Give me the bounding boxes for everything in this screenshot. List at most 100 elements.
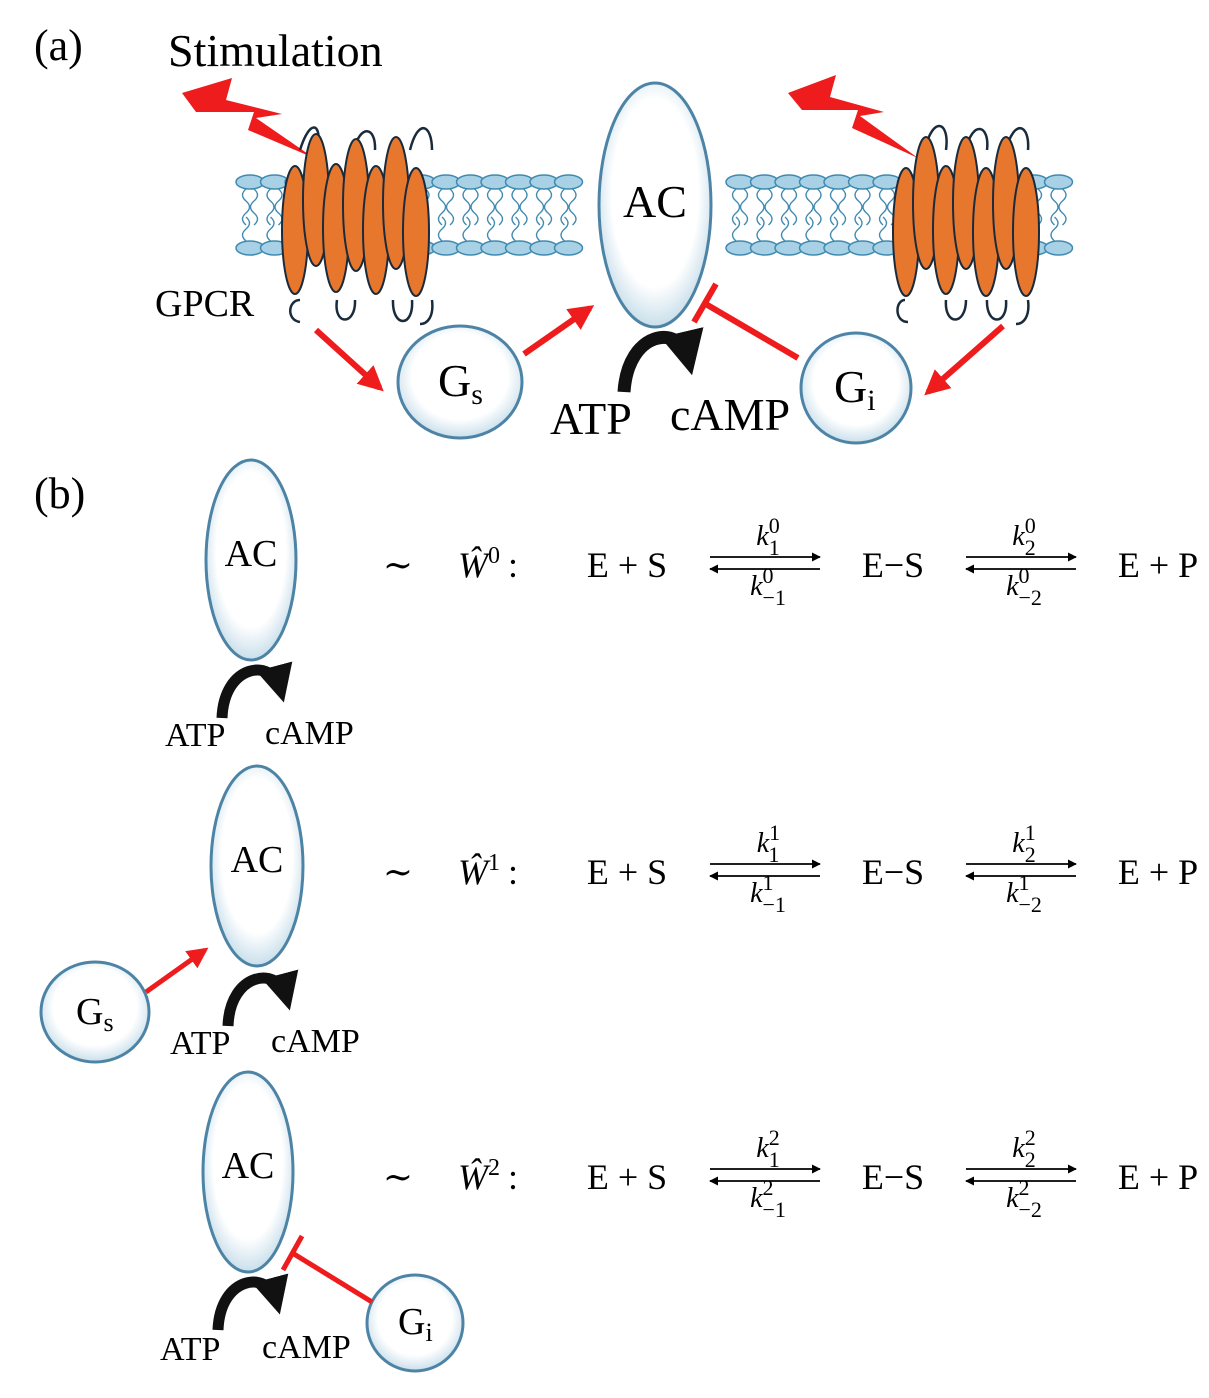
lipid-tail [780, 216, 790, 242]
lipid-tail [560, 188, 569, 226]
camp-label: cAMP [271, 1023, 360, 1060]
gi-label: Gi [398, 1301, 433, 1347]
lipid-tail [437, 188, 447, 226]
gs-protein [39, 960, 151, 1064]
lipid-tail [266, 216, 275, 242]
enzyme-substrate-complex: E−S [862, 1157, 924, 1197]
atp-label: ATP [550, 393, 632, 444]
camp-label: cAMP [262, 1329, 351, 1366]
panel-b: (b) AC ATP cAMP AC ATP cAMP Gs AC ATP cA… [34, 458, 1198, 1373]
ac-enzyme [209, 764, 305, 968]
lipid-tail [813, 188, 822, 226]
lipid-tail [241, 188, 251, 226]
gs-protein [396, 324, 524, 440]
lipid-tail [854, 216, 863, 242]
gi-label: Gi [834, 361, 876, 417]
lipid-tail [780, 188, 790, 226]
inhibition-t-bar-icon [280, 1234, 374, 1305]
panel-a: (a) Stimulation GPCR [34, 21, 1083, 445]
lipid-tail [511, 188, 520, 226]
ac-label: AC [222, 1145, 275, 1187]
rate-k-1-label: k1−1 [750, 870, 786, 917]
lipid-tail [854, 188, 863, 226]
camp-label: cAMP [670, 389, 790, 440]
ac-enzyme [597, 81, 713, 329]
lipid-tail [829, 216, 839, 242]
rate-k-2-label: k0−2 [1006, 563, 1042, 610]
inhibition-t-bar-icon [691, 282, 800, 361]
catalysis-curved-arrow-icon [617, 327, 704, 393]
enzyme-substrate-free: E + S [587, 852, 667, 892]
similar-symbol: ∼ [383, 545, 413, 585]
lipid-tail [535, 216, 545, 242]
lipid-tail [1058, 188, 1067, 226]
lipid-tail [805, 188, 814, 226]
panel-b-label: (b) [34, 469, 85, 518]
lipid-tail [756, 216, 765, 242]
lipid-tail [829, 188, 839, 226]
lipid-tail [437, 216, 447, 242]
gpcr-receptor-left [281, 126, 434, 326]
activation-arrow-icon [924, 323, 1005, 396]
lightning-bolt-icon [788, 75, 918, 158]
ac-enzyme [201, 1070, 295, 1274]
lipid-tail [462, 188, 471, 226]
lipid-tail [249, 188, 259, 226]
lipid-tail [241, 216, 251, 242]
catalysis-curved-arrow-icon [216, 661, 293, 719]
rate-k-1-label: k0−1 [750, 563, 786, 610]
lipid-tail [486, 216, 496, 242]
enzyme-substrate-free: E + S [587, 1157, 667, 1197]
state-row-0: AC ATP cAMP [165, 458, 354, 754]
lipid-tail [764, 188, 773, 226]
enzyme-product: E + P [1118, 852, 1198, 892]
panel-a-label: (a) [34, 21, 83, 70]
lipid-head [553, 174, 584, 190]
lipid-head [553, 240, 584, 256]
activation-arrow-icon [144, 947, 209, 995]
lipid-tail [568, 188, 577, 226]
gs-label: Gs [438, 355, 483, 411]
activation-arrow-icon [522, 305, 595, 357]
lipid-tail [862, 188, 871, 226]
state-w-label: Ŵ0: [458, 543, 518, 585]
lipid-tail [535, 188, 545, 226]
state-row-2: AC ATP cAMP Gi [160, 1070, 465, 1373]
lipid-head [1043, 174, 1074, 190]
lipid-tail [788, 188, 798, 226]
lipid-tail [560, 216, 569, 242]
lipid-tail [739, 188, 749, 226]
lipid-tail [878, 216, 888, 242]
gpcr-label: GPCR [155, 283, 255, 325]
lipid-tail [470, 188, 479, 226]
rate-k-2-label: k1−2 [1006, 870, 1042, 917]
lipid-tail [756, 188, 765, 226]
ac-label: AC [231, 839, 284, 881]
lipid-tail [511, 216, 520, 242]
lipid-tail [543, 188, 553, 226]
lipid-tail [266, 188, 275, 226]
catalysis-curved-arrow-icon [222, 969, 299, 1027]
lipid-tail [805, 216, 814, 242]
catalysis-curved-arrow-icon [212, 1273, 289, 1331]
stimulation-label: Stimulation [168, 25, 383, 76]
ac-label: AC [225, 533, 278, 575]
state-row-1: AC ATP cAMP Gs [39, 764, 360, 1064]
similar-symbol: ∼ [383, 1157, 413, 1197]
enzyme-substrate-complex: E−S [862, 852, 924, 892]
gs-label: Gs [76, 991, 114, 1037]
atp-label: ATP [165, 717, 225, 754]
gi-protein [365, 1273, 465, 1373]
enzyme-product: E + P [1118, 545, 1198, 585]
similar-symbol: ∼ [383, 852, 413, 892]
lipid-tail [486, 188, 496, 226]
